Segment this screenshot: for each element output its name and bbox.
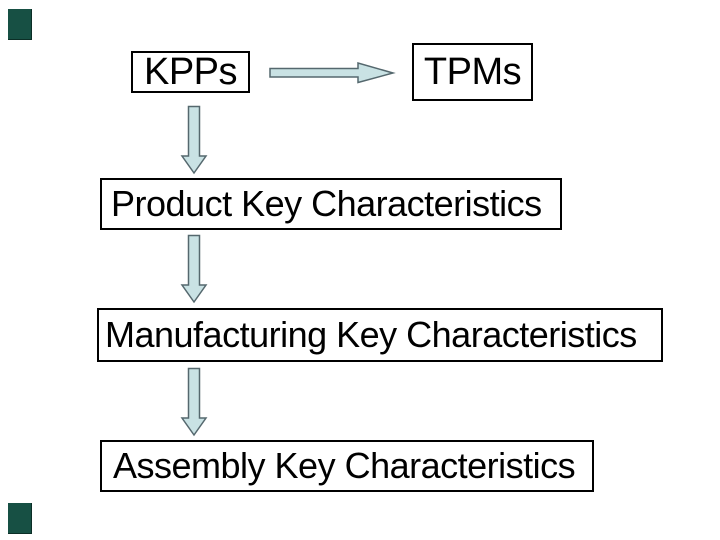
manufacturing-key-characteristics-node: Manufacturing Key Characteristics (97, 308, 663, 362)
assembly-key-characteristics-label: Assembly Key Characteristics (113, 445, 576, 486)
arrow-down-icon (180, 367, 208, 437)
kpps-label: KPPs (143, 50, 238, 93)
corner-accent-top-left (8, 9, 32, 40)
arrow-down-icon (180, 105, 208, 175)
assembly-key-characteristics-node: Assembly Key Characteristics (100, 440, 594, 492)
kpps-node: KPPs (131, 51, 250, 93)
tpms-label: TPMs (423, 50, 522, 93)
product-key-characteristics-label: Product Key Characteristics (111, 183, 542, 224)
product-key-characteristics-node: Product Key Characteristics (100, 178, 562, 230)
manufacturing-key-characteristics-label: Manufacturing Key Characteristics (105, 314, 637, 355)
arrow-down-icon (180, 234, 208, 304)
tpms-node: TPMs (412, 43, 533, 101)
arrow-right-icon (269, 62, 396, 84)
corner-accent-bottom-left (8, 503, 32, 534)
